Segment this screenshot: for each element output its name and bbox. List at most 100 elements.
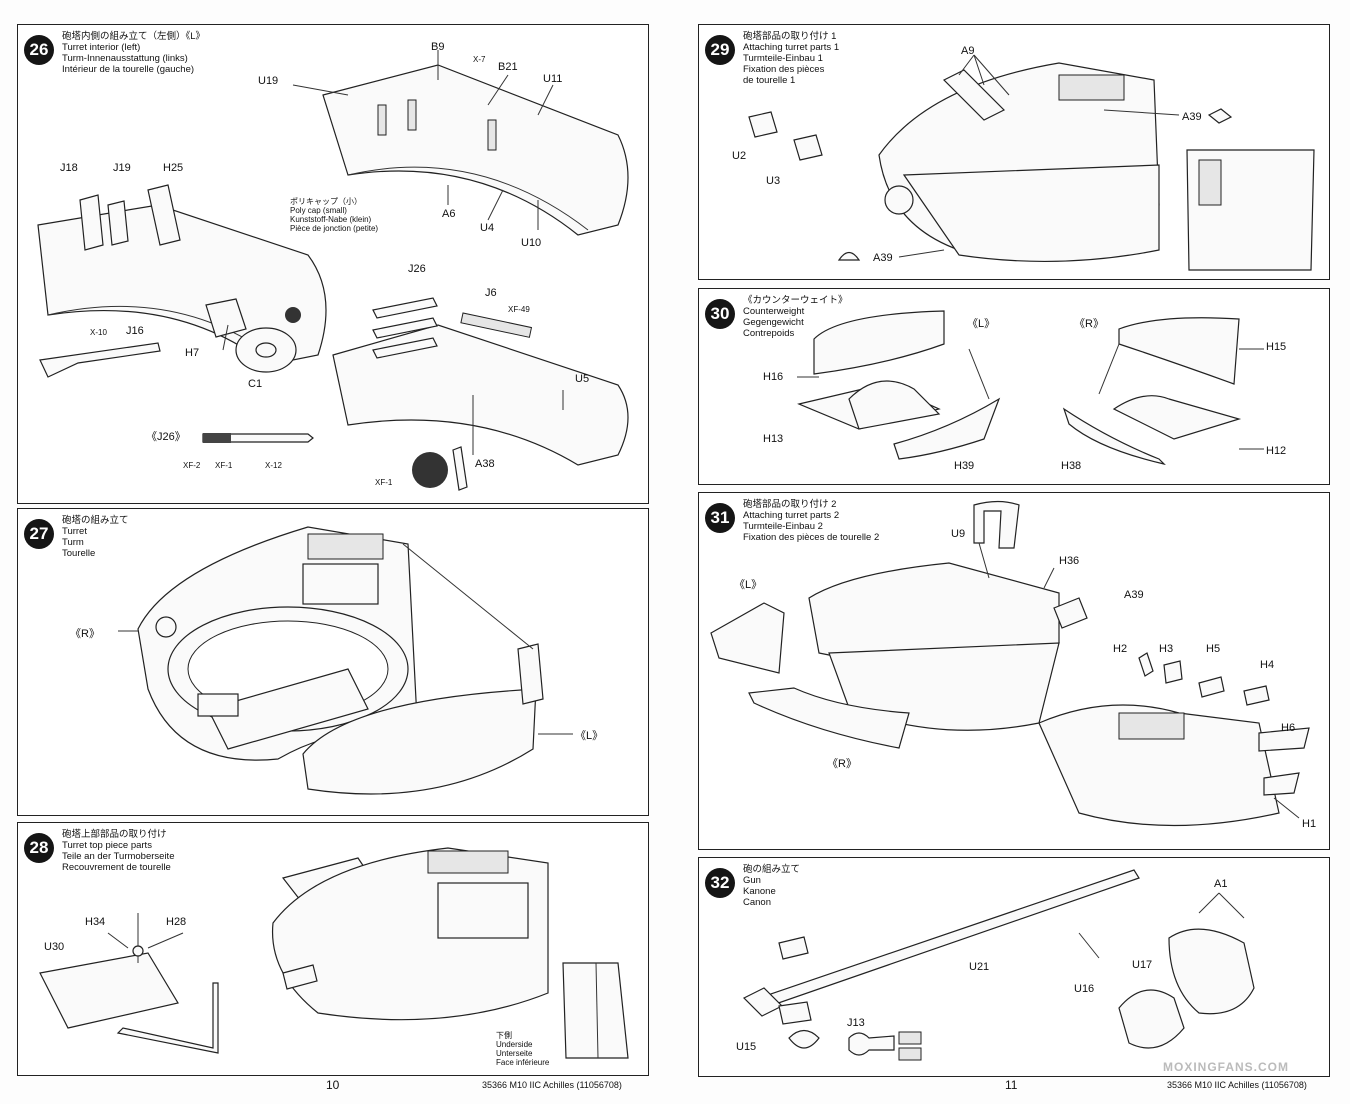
- title-fr: Canon: [743, 897, 771, 908]
- title-ja: 砲塔部品の取り付け 1: [743, 31, 837, 42]
- part-label: A6: [442, 208, 456, 220]
- title-ja: 砲塔内側の組み立て（左側）《L》: [62, 31, 206, 42]
- title-ja: 砲塔部品の取り付け 2: [743, 499, 837, 510]
- step-29-panel: 29 砲塔部品の取り付け 1 Attaching turret parts 1 …: [698, 24, 1330, 280]
- step-32-titles: 砲の組み立て Gun Kanone Canon: [743, 864, 800, 908]
- step-28-number: 28: [24, 833, 54, 863]
- step-31-number: 31: [705, 503, 735, 533]
- title-de: Kanone: [743, 886, 776, 897]
- part-label: A39: [873, 252, 893, 264]
- left-page-footer: 35366 M10 IIC Achilles (11056708): [482, 1080, 622, 1090]
- part-label: J6: [485, 287, 497, 299]
- step-29-number: 29: [705, 35, 735, 65]
- step-27-number: 27: [24, 519, 54, 549]
- step-31-drawing: [710, 500, 1310, 827]
- part-label: B9: [431, 41, 445, 53]
- polycap-fr: Pièce de jonction (petite): [290, 224, 379, 233]
- part-label: H4: [1260, 659, 1275, 671]
- step-27-titles: 砲塔の組み立て Turret Turm Tourelle: [62, 515, 129, 559]
- step-32-panel: 32 砲の組み立て Gun Kanone Canon U21 A1 U17 U1…: [698, 857, 1330, 1077]
- part-label: H39: [954, 460, 975, 472]
- side-left-label: 《L》: [734, 579, 763, 591]
- part-label: J26: [408, 263, 426, 275]
- part-label: U17: [1132, 959, 1153, 971]
- step-30-drawing: [797, 310, 1264, 466]
- part-label: J13: [847, 1017, 865, 1029]
- left-page: 26 砲塔内側の組み立て（左側）《L》 Turret interior (lef…: [17, 24, 649, 1092]
- title-fr: Fixation des pièces de tourelle 2: [743, 532, 880, 543]
- right-page-number: 11: [1005, 1078, 1018, 1092]
- title-fr: Fixation des pièces: [743, 64, 825, 75]
- title-en: Turret interior (left): [62, 42, 141, 53]
- title-fr: Recouvrement de tourelle: [62, 862, 171, 873]
- title-de: Turmteile-Einbau 1: [743, 53, 823, 64]
- underside-en: Underside: [496, 1040, 533, 1049]
- step-26-titles: 砲塔内側の組み立て（左側）《L》 Turret interior (left) …: [62, 31, 205, 75]
- title-ja: 砲塔上部部品の取り付け: [62, 829, 167, 840]
- title-de: Turmteile-Einbau 2: [743, 521, 823, 532]
- part-label: C1: [248, 378, 263, 390]
- title-ja: 砲塔の組み立て: [62, 515, 129, 526]
- part-label: H12: [1266, 445, 1287, 457]
- step-32-number: 32: [705, 868, 735, 898]
- part-label: A9: [961, 45, 975, 57]
- right-page-footer: 35366 M10 IIC Achilles (11056708): [1167, 1080, 1307, 1090]
- side-left-label: 《L》: [575, 730, 604, 742]
- title-en: Attaching turret parts 1: [743, 42, 840, 53]
- title-fr: Contrepoids: [743, 328, 795, 339]
- step-28-drawing: [39, 847, 629, 1059]
- part-label: U11: [543, 73, 563, 85]
- paint-label: X-12: [265, 461, 282, 470]
- part-label: H1: [1302, 818, 1317, 830]
- part-label: B21: [498, 61, 518, 73]
- title-fr: Tourelle: [62, 548, 96, 559]
- step-30-number: 30: [705, 299, 735, 329]
- step-27-drawing: [118, 526, 573, 795]
- right-page: 29 砲塔部品の取り付け 1 Attaching turret parts 1 …: [675, 0, 1350, 1104]
- part-label: J19: [113, 162, 131, 174]
- part-label: H7: [185, 347, 200, 359]
- paint-label: XF-2: [183, 461, 201, 470]
- part-label: J16: [126, 325, 144, 337]
- title-ja: 《カウンターウェイト》: [743, 295, 848, 306]
- title-fr: Intérieur de la tourelle (gauche): [62, 64, 195, 75]
- part-label: U21: [969, 961, 990, 973]
- title-de: Turm-Innenausstattung (links): [62, 53, 188, 64]
- part-label: U15: [736, 1041, 757, 1053]
- step-32-drawing: [742, 869, 1255, 1061]
- step-26-number: 26: [24, 35, 54, 65]
- part-label: U4: [480, 222, 495, 234]
- title-en: Turret: [62, 526, 87, 537]
- polycap-de: Kunststoff-Nabe (klein): [290, 215, 372, 224]
- polycap-ja: ポリキャップ（小）: [290, 197, 362, 206]
- paint-label: X-10: [90, 328, 107, 337]
- part-label: H38: [1061, 460, 1082, 472]
- title-en: Gun: [743, 875, 761, 886]
- step-28-titles: 砲塔上部部品の取り付け Turret top piece parts Teile…: [62, 829, 174, 873]
- title-en: Attaching turret parts 2: [743, 510, 840, 521]
- part-label: H6: [1281, 722, 1296, 734]
- part-label: A38: [475, 458, 495, 470]
- underside-de: Unterseite: [496, 1049, 533, 1058]
- title-en: Turret top piece parts: [62, 840, 152, 851]
- left-page-number: 10: [326, 1078, 340, 1092]
- part-label: A39: [1124, 589, 1144, 601]
- part-label: H3: [1159, 643, 1174, 655]
- polycap-en: Poly cap (small): [290, 206, 347, 215]
- part-label: U30: [44, 941, 65, 953]
- paint-ref-title: 《J26》: [146, 431, 186, 443]
- paint-label: XF-49: [508, 305, 530, 314]
- step-29-titles: 砲塔部品の取り付け 1 Attaching turret parts 1 Tur…: [743, 31, 839, 86]
- side-left-label: 《L》: [967, 318, 996, 330]
- step-29-drawing: [748, 54, 1315, 271]
- part-label: U16: [1074, 983, 1095, 995]
- side-right-label: 《R》: [1074, 318, 1104, 330]
- step-26-panel: 26 砲塔内側の組み立て（左側）《L》 Turret interior (lef…: [17, 24, 649, 504]
- title-de: Teile an der Turmoberseite: [62, 851, 175, 862]
- part-label: H5: [1206, 643, 1221, 655]
- part-label: H16: [763, 371, 784, 383]
- part-label: H15: [1266, 341, 1287, 353]
- watermark: MOXINGFANS.COM: [1163, 1060, 1290, 1074]
- step-30-panel: 30 《カウンターウェイト》 Counterweight Gegengewich…: [698, 288, 1330, 485]
- part-label: H13: [763, 433, 784, 445]
